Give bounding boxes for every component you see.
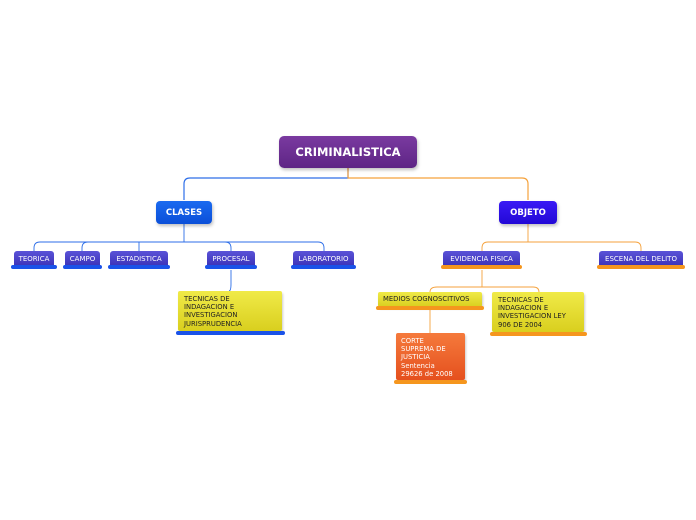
item-label: ESCENA DEL DELITO [605, 254, 677, 263]
objeto-node[interactable]: OBJETO [499, 201, 557, 224]
note-line: TECNICAS DE [498, 296, 544, 304]
note-line: INVESTIGACION [184, 311, 238, 320]
item-underline [108, 265, 170, 269]
medios-label: MEDIOS COGNOSCITIVOS [383, 295, 470, 303]
connector-procesal-note [228, 270, 232, 292]
objeto-item-escena-del-delito[interactable]: ESCENA DEL DELITO [599, 251, 683, 266]
item-label: LABORATORIO [298, 254, 349, 263]
note-line: Sentencia [401, 361, 435, 370]
item-label: EVIDENCIA FISICA [450, 254, 513, 263]
clases-item-campo[interactable]: CAMPO [65, 251, 100, 266]
note-line: TECNICAS DE [184, 295, 230, 303]
note-line: 29626 de 2008 [401, 369, 453, 378]
item-label: ESTADISTICA [116, 254, 162, 263]
item-underline [205, 265, 257, 269]
note-line: INDAGACION E [498, 304, 549, 313]
corte-suprema-note[interactable]: CORTE SUPREMA DE JUSTICIA Sentencia 2962… [396, 333, 465, 380]
clases-item-estadistica[interactable]: ESTADISTICA [110, 251, 168, 266]
connector-objeto-children [481, 224, 642, 251]
note-line: INVESTIGACION LEY [498, 312, 566, 321]
connector-root-objeto [347, 168, 529, 200]
note-line: JUSTICIA [401, 353, 430, 362]
note-underline [394, 380, 467, 384]
item-underline [291, 265, 356, 269]
tecnicas-ley-note[interactable]: TECNICAS DE INDAGACION E INVESTIGACION L… [492, 292, 584, 332]
item-label: PROCESAL [212, 254, 250, 263]
connector-evidencia-children [429, 270, 540, 293]
clases-node[interactable]: CLASES [156, 201, 212, 224]
connector-clases-children [33, 224, 325, 251]
root-label: CRIMINALISTICA [295, 145, 401, 159]
procesal-note[interactable]: TECNICAS DE INDAGACION E INVESTIGACION J… [178, 291, 282, 331]
note-line: 906 DE 2004 [498, 320, 543, 329]
note-line: CORTE [401, 337, 424, 345]
item-label: CAMPO [69, 254, 96, 263]
root-node[interactable]: CRIMINALISTICA [279, 136, 417, 168]
item-underline [597, 265, 685, 269]
objeto-item-evidencia-fisica[interactable]: EVIDENCIA FISICA [443, 251, 520, 266]
clases-item-laboratorio[interactable]: LABORATORIO [293, 251, 354, 266]
clases-label: CLASES [165, 207, 203, 218]
clases-item-teorica[interactable]: TEORICA [14, 251, 54, 266]
clases-item-procesal[interactable]: PROCESAL [207, 251, 255, 266]
note-underline [176, 331, 285, 335]
note-line: INDAGACION E [184, 303, 235, 312]
item-label: TEORICA [18, 254, 50, 263]
medios-cognoscitivos-node[interactable]: MEDIOS COGNOSCITIVOS [378, 292, 482, 307]
note-underline [490, 332, 587, 336]
item-underline [63, 265, 102, 269]
item-underline [376, 306, 484, 310]
item-underline [11, 265, 57, 269]
objeto-label: OBJETO [510, 207, 546, 218]
note-line: JURISPRUDENCIA [184, 319, 242, 328]
note-line: SUPREMA DE [401, 345, 446, 354]
connector-root-clases [183, 168, 349, 200]
item-underline [441, 265, 522, 269]
